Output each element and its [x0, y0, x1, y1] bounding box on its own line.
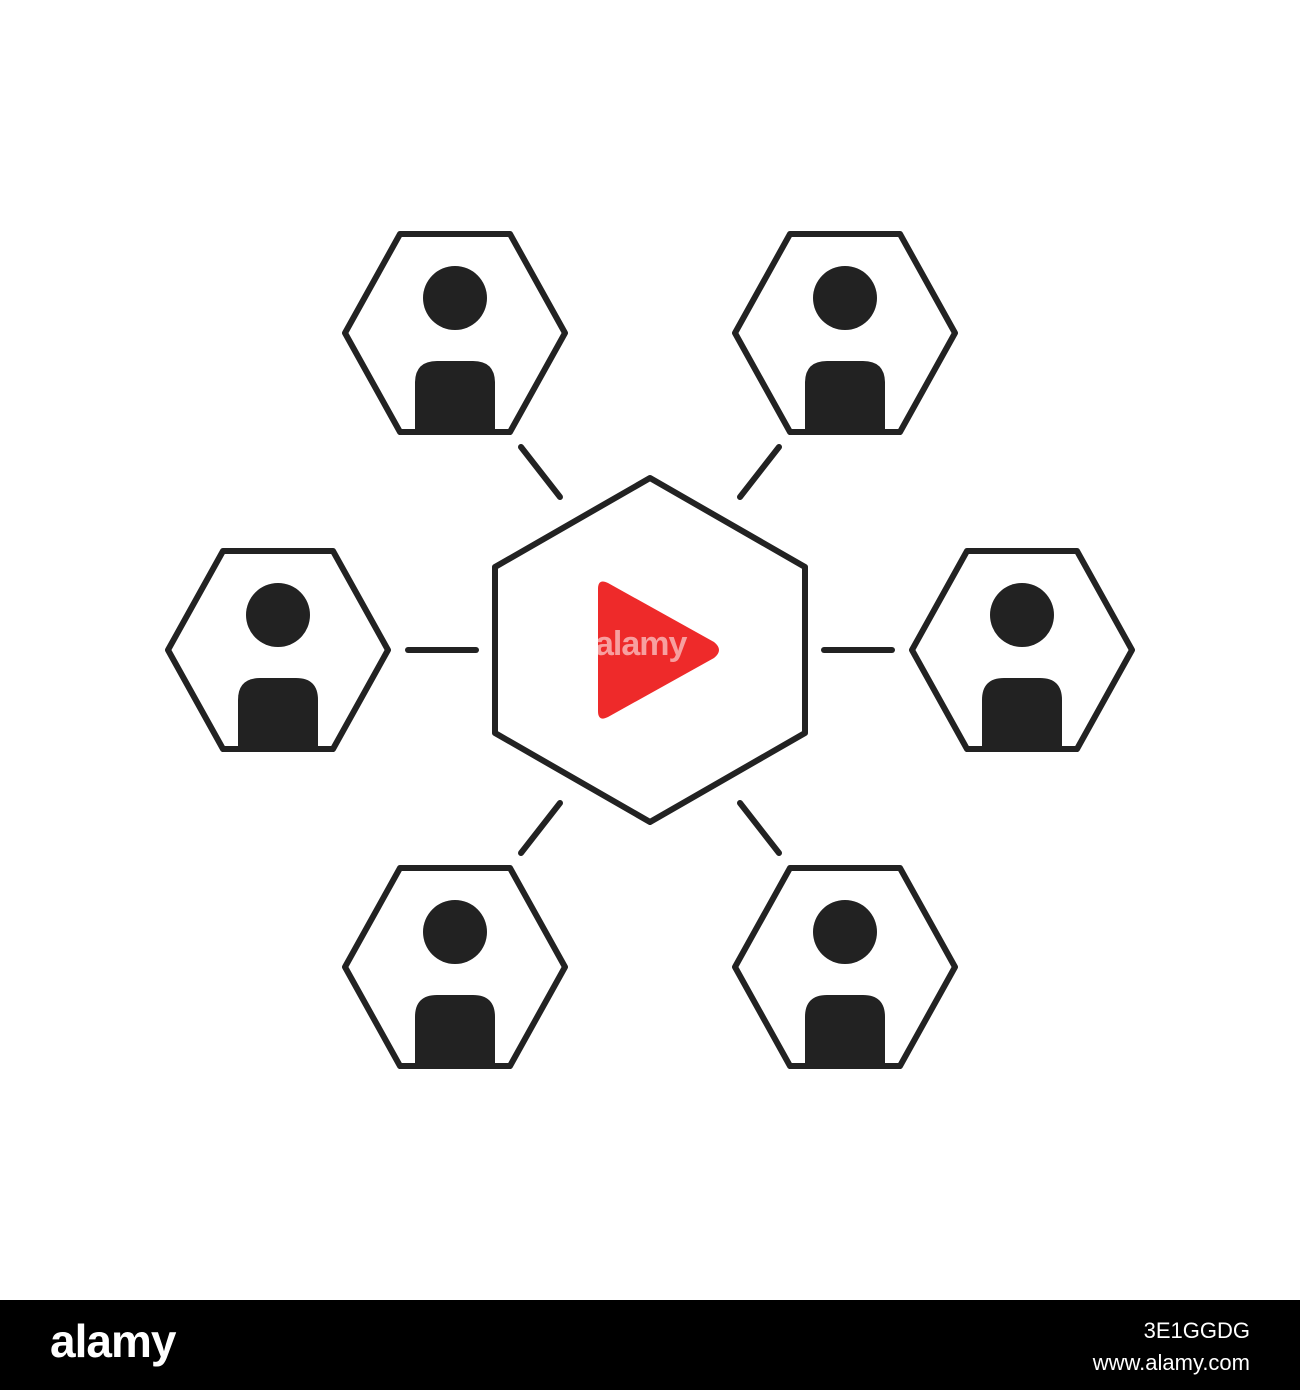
user-icon [238, 583, 318, 749]
user-head [246, 583, 310, 647]
hexagon-frame [732, 865, 958, 1069]
node-bottom-left [342, 865, 568, 1069]
user-body [982, 678, 1062, 749]
node-bottom-right [732, 865, 958, 1069]
footer-url[interactable]: www.alamy.com [1092, 1350, 1250, 1375]
user-head [813, 266, 877, 330]
center-hub [492, 475, 808, 825]
connector-top-left [518, 444, 563, 500]
hexagon-frame [732, 231, 958, 435]
connector-top-right [737, 444, 782, 500]
footer-bar: alamy 3E1GGDG www.alamy.com [0, 1300, 1300, 1390]
user-body [415, 995, 495, 1066]
play-icon [598, 581, 719, 719]
connector-bottom-right [737, 800, 782, 856]
user-body [238, 678, 318, 749]
user-body [805, 361, 885, 432]
hexagon-frame [165, 548, 391, 752]
user-icon [415, 266, 495, 432]
user-body [415, 361, 495, 432]
user-icon [415, 900, 495, 1066]
user-head [990, 583, 1054, 647]
user-icon [805, 900, 885, 1066]
node-right [909, 548, 1135, 752]
user-body [805, 995, 885, 1066]
user-head [423, 266, 487, 330]
node-top-right [732, 231, 958, 435]
user-icon [982, 583, 1062, 749]
node-top-left [342, 231, 568, 435]
illustration: alamy [165, 231, 1135, 1069]
user-head [813, 900, 877, 964]
connector-bottom-left [518, 800, 563, 856]
hexagon-frame [342, 231, 568, 435]
image-id: 3E1GGDG [1143, 1318, 1250, 1343]
footer-logo[interactable]: alamy [50, 1315, 176, 1367]
hexagon-frame [909, 548, 1135, 752]
user-head [423, 900, 487, 964]
user-icon [805, 266, 885, 432]
hexagon-frame [342, 865, 568, 1069]
node-left [165, 548, 391, 752]
network-diagram [165, 231, 1135, 1069]
